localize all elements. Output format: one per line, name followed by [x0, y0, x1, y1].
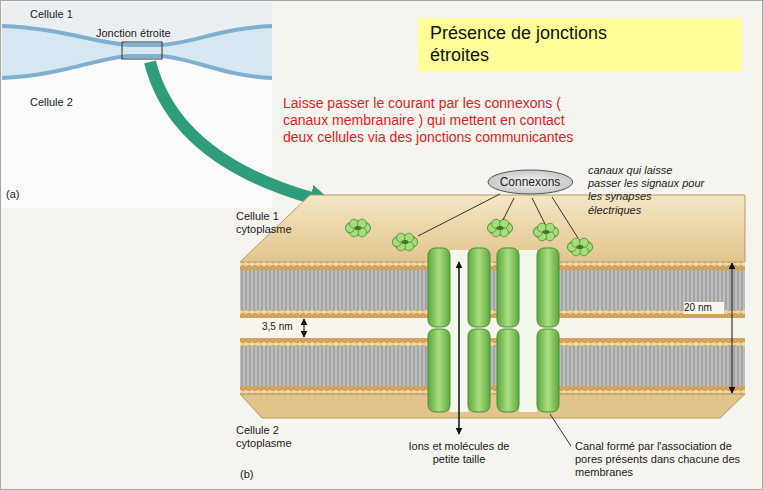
handwritten-note: canaux qui laisse passer les signaux pou… [588, 164, 706, 217]
connexon-rosette [533, 223, 559, 241]
lipid-heads [240, 386, 745, 394]
connexon-rosette [487, 219, 513, 237]
lipid-tails [240, 346, 745, 386]
lipid-tails [240, 270, 745, 310]
cell-label: Cellule 1 [30, 8, 110, 21]
cell-label: Cellule 2 cytoplasme [236, 424, 316, 450]
dimension-label: 3,5 nm [262, 321, 302, 333]
connexon-half [537, 248, 559, 327]
connexon-half [537, 329, 559, 412]
leader-line [418, 194, 500, 236]
dimension-arrow [304, 319, 305, 337]
ellipse-shape [488, 170, 573, 194]
figure-a-ground [2, 2, 272, 208]
connexon-half [468, 248, 490, 327]
annotation: Laisse passer le courant par les connexo… [283, 95, 583, 145]
connexon-half [428, 329, 450, 412]
intercellular-gap [240, 318, 745, 338]
connexon-rosette [392, 233, 418, 251]
figure-label: (a) [6, 188, 36, 201]
connexon-half [468, 329, 490, 412]
connexon-ellipse: Connexons [487, 169, 574, 195]
leader-line [503, 198, 514, 220]
title: Présence de jonctions étroites [430, 23, 650, 66]
membrane-bottom-face [240, 394, 745, 418]
membrane-top-face [240, 195, 745, 262]
part-label: Ions et molécules de petite taille [398, 440, 520, 466]
figure-label: (b) [240, 468, 270, 481]
dimension-arrow [732, 263, 733, 393]
channel-pore [519, 250, 537, 412]
extracellular-space [2, 26, 272, 78]
leader-line [532, 198, 545, 224]
leader-line [550, 414, 571, 446]
title-box: Présence de jonctions étroites [418, 18, 742, 72]
ion-flow-arrow [458, 262, 460, 434]
connexon-half [497, 329, 519, 412]
connexon-rosette [567, 238, 593, 256]
cell-label: Cellule 2 [30, 96, 110, 109]
cell-label: Cellule 1 cytoplasme [236, 210, 302, 236]
lipid-heads [240, 338, 745, 346]
connexon-rosette [345, 219, 371, 237]
junction-box [122, 42, 162, 59]
connexon-half [497, 248, 519, 327]
connexon-half [428, 248, 450, 327]
node-label: Connexons [500, 175, 561, 189]
lipid-heads [240, 310, 745, 318]
part-label: Jonction étroite [96, 27, 196, 40]
part-label: Canal formé par l'association de pores p… [575, 440, 757, 480]
leader-line [552, 197, 578, 238]
dimension-label: 20 nm [684, 302, 724, 314]
lipid-heads [240, 262, 745, 270]
